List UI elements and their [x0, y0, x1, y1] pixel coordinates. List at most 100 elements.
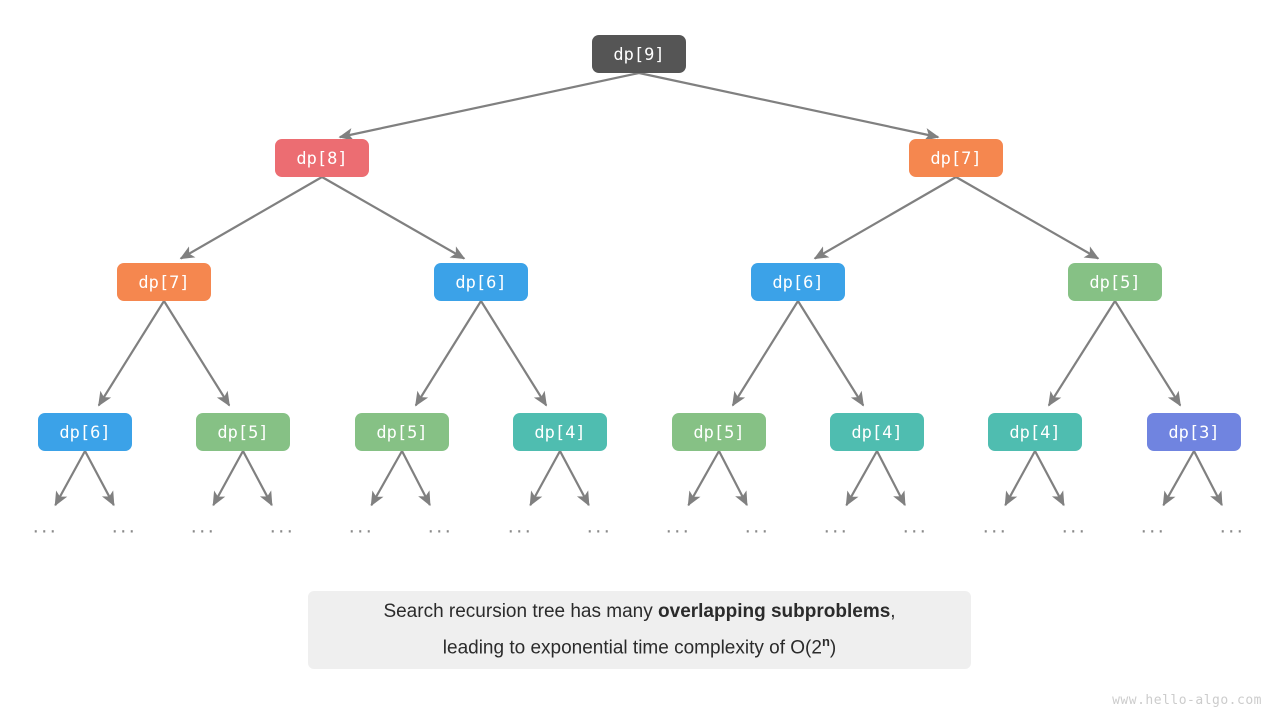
tree-edge-l1-1-0 [813, 176, 957, 260]
leaf-ellipsis: ··· [111, 519, 136, 542]
tree-edge-l2-3-1 [1114, 300, 1182, 407]
node-label: dp[4] [1009, 423, 1060, 443]
leaf-ellipsis: ··· [665, 519, 690, 542]
node-label: dp[6] [59, 423, 110, 443]
tree-edge-l2-0-1 [163, 300, 231, 407]
tree-node-dp4[interactable]: dp[4] [988, 413, 1082, 451]
node-box [434, 263, 528, 301]
leaf-ellipsis: ··· [902, 519, 927, 542]
leaf-ellipsis: ··· [348, 519, 373, 542]
tree-node-dp8[interactable]: dp[8] [275, 139, 369, 177]
tree-edge-l2-2-0 [731, 300, 799, 407]
caption-line-1: Search recursion tree has many overlappi… [383, 597, 895, 627]
node-box [275, 139, 369, 177]
tree-edge-l0-0-1 [638, 71, 940, 141]
watermark: www.hello-algo.com [1112, 693, 1262, 708]
tree-edge-leaf-5-0 [845, 450, 878, 507]
node-label: dp[6] [772, 273, 823, 293]
caption-line-2-prefix: leading to exponential time complexity o… [442, 637, 822, 659]
tree-edge-leaf-4-0 [687, 450, 720, 507]
tree-node-dp5[interactable]: dp[5] [1068, 263, 1162, 301]
tree-edge-leaf-6-0 [1004, 450, 1036, 507]
tree-edge-leaf-3-0 [529, 450, 561, 507]
leaf-ellipsis: ··· [427, 519, 452, 542]
tree-node-dp9[interactable]: dp[9] [592, 35, 686, 73]
node-label: dp[6] [455, 273, 506, 293]
leaf-ellipsis: ··· [1061, 519, 1086, 542]
node-label: dp[5] [217, 423, 268, 443]
caption-box: Search recursion tree has many overlappi… [308, 591, 971, 669]
tree-node-dp7[interactable]: dp[7] [117, 263, 211, 301]
tree-edge-l1-0-0 [179, 176, 323, 260]
node-box [1147, 413, 1241, 451]
node-box [38, 413, 132, 451]
node-box [672, 413, 766, 451]
tree-edge-leaf-0-0 [54, 450, 86, 507]
leaf-ellipsis: ··· [823, 519, 848, 542]
node-label: dp[4] [851, 423, 902, 443]
node-label: dp[9] [613, 45, 664, 65]
tree-edge-leaf-1-0 [212, 450, 244, 507]
node-label: dp[7] [138, 273, 189, 293]
leaf-ellipsis: ··· [982, 519, 1007, 542]
tree-edge-l2-1-0 [414, 300, 482, 407]
tree-edge-leaf-1-1 [242, 450, 273, 507]
leaf-ellipsis: ··· [586, 519, 611, 542]
node-box [751, 263, 845, 301]
node-label: dp[5] [376, 423, 427, 443]
leaf-ellipsis: ··· [1140, 519, 1165, 542]
tree-edge-l1-1-1 [955, 176, 1100, 260]
tree-edge-l2-0-0 [97, 300, 165, 407]
tree-edge-leaf-2-0 [370, 450, 403, 507]
node-label: dp[8] [296, 149, 347, 169]
node-box [196, 413, 290, 451]
node-box [513, 413, 607, 451]
tree-node-dp3[interactable]: dp[3] [1147, 413, 1241, 451]
tree-node-dp5[interactable]: dp[5] [355, 413, 449, 451]
leaf-ellipsis: ··· [744, 519, 769, 542]
tree-edge-l0-0-0 [338, 71, 640, 141]
caption-line-2-suffix: ) [829, 637, 837, 659]
tree-edge-leaf-5-1 [876, 450, 906, 507]
tree-node-dp6[interactable]: dp[6] [38, 413, 132, 451]
node-label: dp[4] [534, 423, 585, 443]
tree-edges [54, 71, 1223, 507]
tree-node-dp7[interactable]: dp[7] [909, 139, 1003, 177]
tree-edge-leaf-6-1 [1034, 450, 1065, 507]
tree-node-dp5[interactable]: dp[5] [672, 413, 766, 451]
node-box [1068, 263, 1162, 301]
tree-edge-leaf-2-1 [401, 450, 431, 507]
node-label: dp[5] [693, 423, 744, 443]
tree-edge-l2-1-1 [480, 300, 548, 407]
leaf-ellipsis: ··· [507, 519, 532, 542]
node-box [117, 263, 211, 301]
node-box [355, 413, 449, 451]
tree-node-dp4[interactable]: dp[4] [513, 413, 607, 451]
tree-edge-leaf-3-1 [559, 450, 590, 507]
tree-edge-l2-3-0 [1047, 300, 1116, 407]
node-box [988, 413, 1082, 451]
tree-edge-leaf-7-0 [1162, 450, 1195, 507]
tree-node-dp6[interactable]: dp[6] [434, 263, 528, 301]
tree-node-dp4[interactable]: dp[4] [830, 413, 924, 451]
tree-nodes: dp[9] dp[8] dp[7] dp[7] dp[6] dp[6] dp[5] dp[6]… [38, 35, 1241, 451]
tree-edge-leaf-7-1 [1193, 450, 1223, 507]
node-box [909, 139, 1003, 177]
caption-exponent: n [821, 633, 830, 649]
tree-edge-l2-2-1 [797, 300, 865, 407]
tree-leaf-ellipses: ··· ··· ··· ··· ··· ··· ··· ··· ··· ··· ··· ··· ··· ·… [32, 519, 1244, 542]
leaf-ellipsis: ··· [269, 519, 294, 542]
leaf-ellipsis: ··· [190, 519, 215, 542]
node-box [592, 35, 686, 73]
caption-line-1-suffix: , [890, 600, 896, 622]
leaf-ellipsis: ··· [1219, 519, 1244, 542]
tree-edge-leaf-0-1 [84, 450, 115, 507]
tree-node-dp5[interactable]: dp[5] [196, 413, 290, 451]
tree-edge-l1-0-1 [321, 176, 466, 260]
caption-line-2: leading to exponential time complexity o… [443, 627, 836, 663]
leaf-ellipsis: ··· [32, 519, 57, 542]
tree-node-dp6[interactable]: dp[6] [751, 263, 845, 301]
node-box [830, 413, 924, 451]
